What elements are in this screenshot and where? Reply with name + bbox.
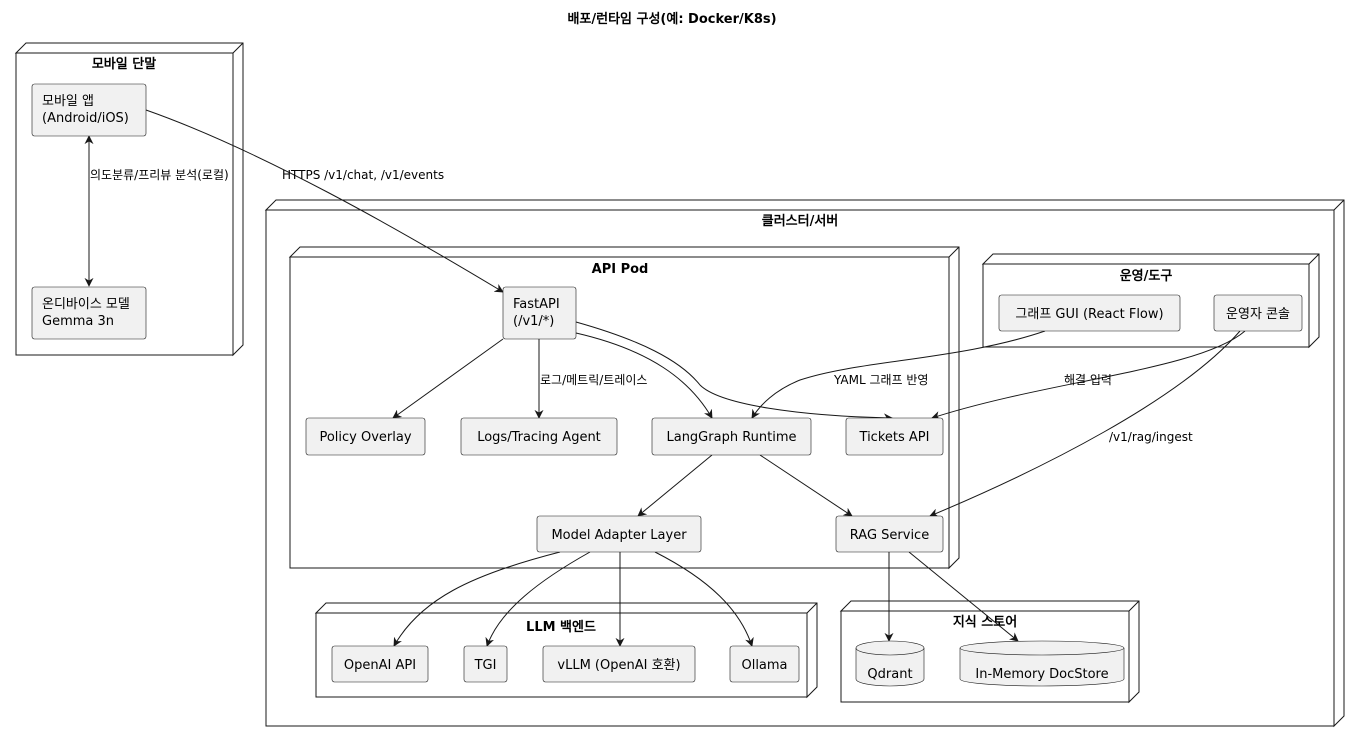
- database-docstore-label: In-Memory DocStore: [975, 667, 1108, 682]
- node-cluster-title: 클러스터/서버: [762, 213, 839, 229]
- component-ollama[interactable]: Ollama: [729, 645, 800, 683]
- edge-langgraph-rag: [759, 454, 853, 517]
- node-mobile-title: 모바일 단말: [92, 56, 156, 72]
- component-policy-overlay-label: Policy Overlay: [319, 430, 411, 445]
- edge-label-console-tickets: 해결 입력: [1064, 373, 1112, 387]
- component-ondevice-model-line2: Gemma 3n: [42, 314, 114, 329]
- component-tickets-api-label: Tickets API: [859, 430, 930, 445]
- edge-adapter-tgi: [485, 551, 591, 647]
- component-model-adapter[interactable]: Model Adapter Layer: [536, 515, 702, 553]
- component-rag-service-label: RAG Service: [850, 528, 929, 543]
- component-tickets-api[interactable]: Tickets API: [845, 417, 944, 456]
- component-fastapi-line1: FastAPI: [513, 297, 560, 312]
- component-langgraph-runtime-label: LangGraph Runtime: [666, 430, 796, 445]
- edge-console-rag: [929, 330, 1241, 518]
- component-openai-api[interactable]: OpenAI API: [331, 645, 429, 683]
- edge-fastapi-langgraph: [575, 332, 713, 419]
- component-model-adapter-label: Model Adapter Layer: [551, 528, 687, 543]
- database-qdrant[interactable]: Qdrant: [855, 640, 925, 687]
- component-policy-overlay[interactable]: Policy Overlay: [305, 417, 426, 456]
- component-ondevice-model-line1: 온디바이스 모델: [42, 297, 130, 312]
- component-logs-agent-label: Logs/Tracing Agent: [477, 430, 601, 445]
- edge-gui-langgraph: [751, 330, 1046, 419]
- node-ops-title: 운영/도구: [1120, 269, 1173, 284]
- database-qdrant-label: Qdrant: [867, 667, 912, 682]
- component-rag-service[interactable]: RAG Service: [835, 515, 944, 553]
- component-vllm[interactable]: vLLM (OpenAI 호환): [542, 645, 696, 683]
- component-fastapi[interactable]: FastAPI (/v1/*): [502, 286, 577, 340]
- edge-langgraph-adapter: [637, 454, 713, 517]
- node-llm-title: LLM 백엔드: [526, 619, 596, 635]
- component-tgi-label: TGI: [474, 658, 497, 673]
- edge-label-fastapi-logs: 로그/메트릭/트레이스: [540, 373, 647, 387]
- edge-label-app-ondevice: 의도분류/프리뷰 분석(로컬): [90, 168, 229, 182]
- edges: 의도분류/프리뷰 분석(로컬) HTTPS /v1/chat, /v1/even…: [84, 109, 1246, 647]
- edge-app-fastapi: [145, 109, 504, 293]
- component-tgi[interactable]: TGI: [463, 645, 508, 683]
- component-ondevice-model[interactable]: 온디바이스 모델 Gemma 3n: [31, 286, 147, 340]
- component-mobile-app-line1: 모바일 앱: [42, 94, 94, 109]
- component-graph-gui-label: 그래프 GUI (React Flow): [1015, 307, 1163, 322]
- database-docstore[interactable]: In-Memory DocStore: [959, 640, 1125, 687]
- component-mobile-app-line2: (Android/iOS): [42, 111, 129, 126]
- component-mobile-app[interactable]: 모바일 앱 (Android/iOS): [31, 83, 147, 137]
- component-openai-api-label: OpenAI API: [344, 658, 416, 673]
- component-langgraph-runtime[interactable]: LangGraph Runtime: [651, 417, 812, 456]
- edge-fastapi-tickets: [575, 321, 893, 423]
- edge-label-console-rag: /v1/rag/ingest: [1109, 430, 1193, 444]
- edge-fastapi-policy: [392, 338, 504, 419]
- node-api-pod-title: API Pod: [592, 262, 649, 277]
- edge-rag-docstore: [908, 551, 1019, 642]
- component-logs-agent[interactable]: Logs/Tracing Agent: [460, 417, 618, 456]
- component-graph-gui[interactable]: 그래프 GUI (React Flow): [998, 294, 1181, 332]
- component-fastapi-line2: (/v1/*): [513, 314, 554, 329]
- component-vllm-label: vLLM (OpenAI 호환): [557, 658, 680, 673]
- component-operator-console[interactable]: 운영자 콘솔: [1213, 294, 1303, 332]
- edge-label-gui-langgraph: YAML 그래프 반영: [833, 373, 928, 387]
- component-operator-console-label: 운영자 콘솔: [1226, 307, 1290, 322]
- edge-console-tickets: [931, 330, 1246, 420]
- edge-adapter-ollama: [654, 551, 754, 647]
- node-knowledge-title: 지식 스토어: [953, 614, 1017, 630]
- diagram-title: 배포/런타임 구성(예: Docker/K8s): [567, 11, 776, 27]
- edge-adapter-openai: [393, 551, 561, 647]
- component-ollama-label: Ollama: [741, 658, 787, 673]
- edge-label-app-fastapi: HTTPS /v1/chat, /v1/events: [282, 168, 444, 182]
